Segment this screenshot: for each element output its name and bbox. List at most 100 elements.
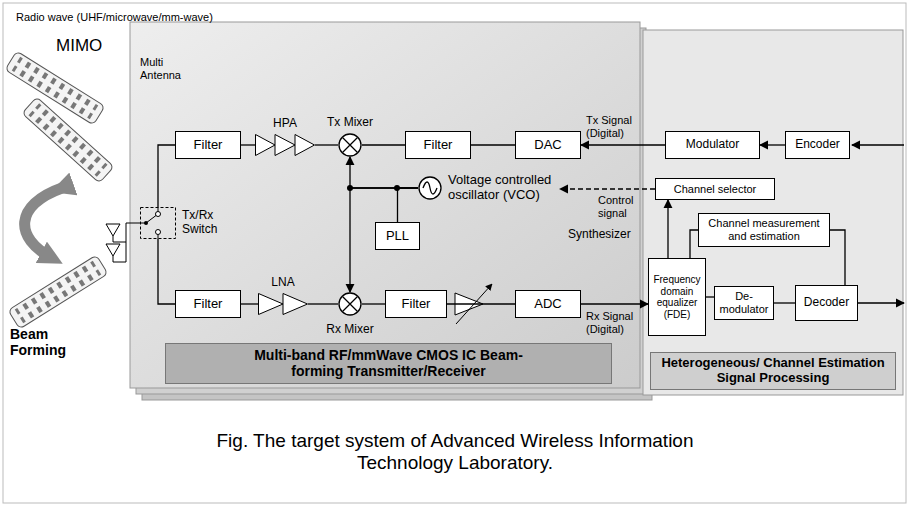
block-group-label: Synthesizer bbox=[568, 224, 631, 242]
signal-connector bbox=[706, 296, 714, 297]
figure-caption: Fig. The target system of Advanced Wirel… bbox=[180, 430, 730, 474]
panel-band: Heterogeneous/ Channel Estimation Signal… bbox=[650, 352, 896, 390]
edge-label: Rx Signal (Digital) bbox=[586, 310, 642, 337]
filter-box: Filter bbox=[175, 131, 241, 159]
label-text: Modulator bbox=[686, 138, 739, 152]
decoder-box: Decoder bbox=[795, 285, 858, 321]
signal-connector bbox=[830, 230, 845, 285]
dsp-panel-ground bbox=[643, 30, 903, 395]
signal-connector bbox=[774, 302, 795, 303]
antenna-array bbox=[8, 255, 108, 329]
label-text: Fig. The target system of Advanced Wirel… bbox=[180, 430, 730, 474]
tx-rx-switch: Tx/Rx Switch bbox=[140, 207, 176, 239]
label-text: Channel measurement and estimation bbox=[706, 217, 822, 242]
power-amplifier-shape bbox=[255, 134, 315, 156]
beam-steer-arrow bbox=[25, 188, 62, 258]
label-text: PLL bbox=[386, 229, 409, 244]
modulator-box: Modulator bbox=[665, 131, 760, 159]
signal-connector bbox=[350, 157, 418, 188]
signal-connector bbox=[690, 230, 698, 258]
array-elements bbox=[15, 261, 101, 323]
channel-estimation-box: Channel measurement and estimation bbox=[698, 213, 830, 247]
symbol-label: Tx Mixer bbox=[327, 112, 373, 130]
signal-connector bbox=[760, 144, 785, 145]
signal-processing-panel: Heterogeneous/ Channel Estimation Signal… bbox=[643, 30, 903, 395]
filter-box: Filter bbox=[175, 290, 241, 318]
signal-connector bbox=[667, 200, 668, 258]
label-text: Tx/Rx Switch bbox=[182, 209, 226, 237]
signal-connector bbox=[560, 188, 655, 189]
symbol-label: Tx/Rx Switch bbox=[182, 209, 226, 237]
antenna-symbol bbox=[106, 224, 120, 236]
symbol-label: HPA bbox=[273, 113, 297, 131]
adc-box: ADC bbox=[515, 290, 581, 318]
power-amplifier: HPA bbox=[255, 134, 315, 156]
label-text: Filter bbox=[424, 138, 453, 153]
mixer-symbol-shape bbox=[338, 292, 362, 316]
label-text: Encoder bbox=[795, 138, 840, 152]
label-text: Filter bbox=[402, 297, 431, 312]
symbol-label: Rx Mixer bbox=[326, 319, 373, 337]
array-body bbox=[22, 97, 114, 183]
equalizer-box: Frequency domain equalizer (FDE) bbox=[648, 258, 706, 336]
signal-connector bbox=[362, 144, 405, 145]
label-text: Rx Signal (Digital) bbox=[586, 310, 642, 335]
tx-rx-switch-shape bbox=[140, 207, 176, 239]
label-text: MIMO bbox=[56, 36, 102, 56]
antenna-feed bbox=[113, 223, 140, 262]
label-text: Control signal bbox=[598, 194, 648, 219]
vco-symbol: Voltage controlled oscillator (VCO) bbox=[418, 176, 442, 200]
signal-connector bbox=[241, 144, 255, 145]
vco-symbol-shape bbox=[418, 176, 442, 200]
data-output-arrow bbox=[858, 302, 904, 303]
label-text: HPA bbox=[273, 117, 297, 131]
array-body bbox=[8, 255, 108, 329]
data-input-arrow bbox=[852, 144, 904, 145]
label-text: Decoder bbox=[804, 296, 849, 310]
label-text: Voltage controlled oscillator (VCO) bbox=[448, 173, 560, 203]
antenna-array bbox=[22, 97, 114, 183]
label-text: Tx Signal (Digital) bbox=[586, 114, 642, 139]
label-text: Frequency domain equalizer (FDE) bbox=[652, 274, 702, 320]
signal-connector bbox=[447, 303, 515, 304]
signal-connector bbox=[315, 144, 338, 145]
label-text: Multi Antenna bbox=[140, 56, 190, 81]
edge-label: Control signal bbox=[598, 194, 648, 221]
label-text: LNA bbox=[271, 276, 294, 290]
figure-border bbox=[3, 3, 906, 503]
mixer-symbol: Tx Mixer bbox=[338, 133, 362, 157]
mimo-label: MIMO bbox=[56, 36, 102, 56]
filter-box: Filter bbox=[405, 131, 471, 159]
label-text: Heterogeneous/ Channel Estimation Signal… bbox=[655, 356, 891, 386]
edge-label: Tx Signal (Digital) bbox=[586, 114, 642, 141]
beamforming-label: Beam Forming bbox=[10, 326, 82, 359]
signal-connector bbox=[581, 303, 648, 304]
signal-connector bbox=[158, 145, 175, 207]
symbol-label: Voltage controlled oscillator (VCO) bbox=[448, 173, 560, 203]
ic-panel-ground bbox=[130, 22, 640, 388]
label-text: ADC bbox=[534, 297, 561, 312]
pll-box: PLL bbox=[375, 222, 420, 250]
panel-band: Multi-band RF/mmWave CMOS IC Beam-formin… bbox=[165, 343, 612, 384]
label-text: Channel selector bbox=[674, 183, 757, 196]
label-text: Radio wave (UHF/microwave/mm-wave) bbox=[16, 11, 213, 24]
label-text: Tx Mixer bbox=[327, 116, 373, 130]
demodulator-box: De- modulator bbox=[714, 286, 774, 320]
mixer-symbol: Rx Mixer bbox=[338, 292, 362, 316]
label-text: Synthesizer bbox=[568, 228, 631, 242]
label-text: Multi-band RF/mmWave CMOS IC Beam-formin… bbox=[239, 347, 539, 379]
label-text: DAC bbox=[534, 138, 561, 153]
low-noise-amplifier-shape bbox=[258, 293, 308, 315]
signal-connector bbox=[241, 303, 258, 304]
low-noise-amplifier: LNA bbox=[258, 293, 308, 315]
signal-connector bbox=[158, 239, 175, 304]
signal-connector bbox=[398, 188, 419, 222]
symbol-label: LNA bbox=[271, 272, 294, 290]
antenna-label: Multi Antenna bbox=[140, 56, 190, 83]
signal-connector bbox=[362, 303, 385, 304]
label-text: De- modulator bbox=[718, 290, 770, 315]
signal-connector bbox=[471, 144, 515, 145]
label-text: Filter bbox=[194, 297, 223, 312]
channel-selector-box: Channel selector bbox=[655, 178, 775, 200]
